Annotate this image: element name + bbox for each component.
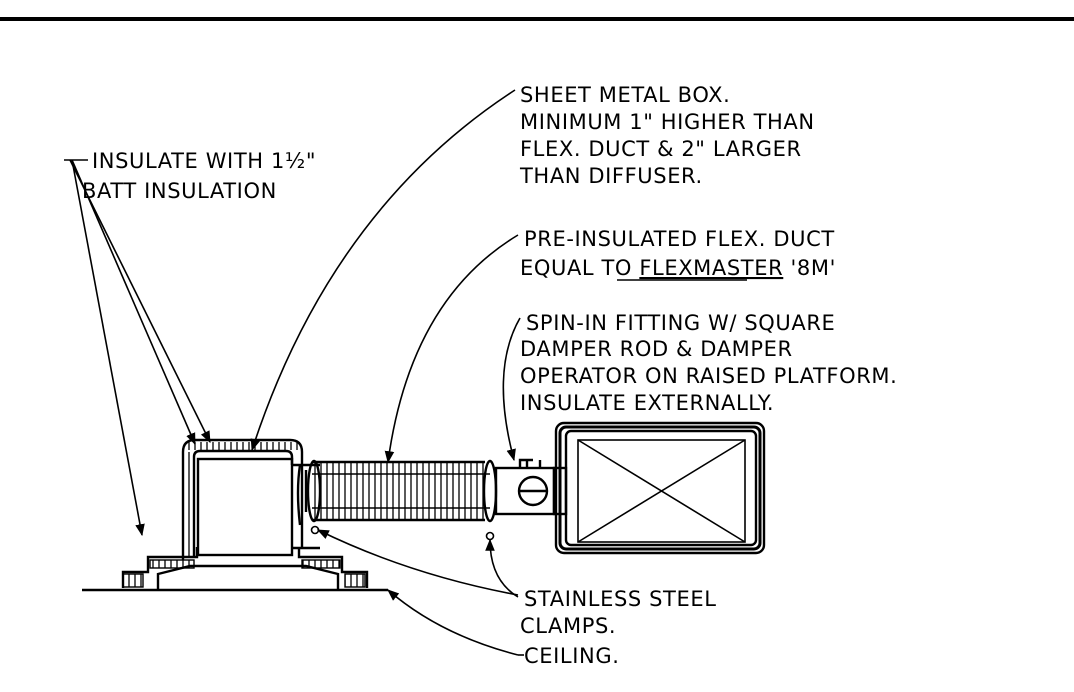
sheet-metal-box-label: SHEET METAL BOX. MINIMUM 1" HIGHER THAN … <box>519 83 815 188</box>
sheet-metal-box-label-line-2: MINIMUM 1" HIGHER THAN <box>520 110 815 134</box>
sheet-metal-box-label-line-1: SHEET METAL BOX. <box>520 83 730 107</box>
diffuser-flange <box>121 547 369 590</box>
flex-duct-label-line-1: PRE-INSULATED FLEX. DUCT <box>524 227 835 251</box>
insulation-label: INSULATE WITH 1½" BATT INSULATION <box>82 149 316 203</box>
flex-duct-model-text: '8M' <box>783 256 836 280</box>
sheet-metal-box-label-line-3: FLEX. DUCT & 2" LARGER <box>520 137 802 161</box>
flex-duct-label-line-2: EQUAL TO FLEXMASTER '8M' <box>520 256 836 280</box>
diffuser-box <box>554 421 766 555</box>
flex-duct-label: PRE-INSULATED FLEX. DUCT EQUAL TO FLEXMA… <box>520 227 836 281</box>
flex-duct-brand-text: FLEXMASTER <box>639 256 783 280</box>
spin-in-fitting-label-line-3: OPERATOR ON RAISED PLATFORM. <box>520 364 897 388</box>
sheet-metal-box-label-line-4: THAN DIFFUSER. <box>519 164 703 188</box>
clamps-label-line-2: CLAMPS. <box>520 614 616 638</box>
ceiling-label: CEILING. <box>518 644 619 668</box>
spin-in-fitting-label-line-2: DAMPER ROD & DAMPER <box>520 337 793 361</box>
sheet-metal-box <box>181 438 320 560</box>
clamps-label-line-1: STAINLESS STEEL <box>524 587 717 611</box>
spin-in-fitting-label-line-4: INSULATE EXTERNALLY. <box>520 391 774 415</box>
spin-in-fitting-label-line-1: SPIN-IN FITTING W/ SQUARE <box>526 311 835 335</box>
ceiling-label-line-1: CEILING. <box>524 644 619 668</box>
clamps-label: STAINLESS STEEL CLAMPS. <box>520 587 717 638</box>
flex-duct-equal-to-text: EQUAL TO <box>520 256 639 280</box>
leader-lines <box>64 89 521 656</box>
spin-in-fitting-label: SPIN-IN FITTING W/ SQUARE DAMPER ROD & D… <box>520 311 897 415</box>
insulation-label-line-2: BATT INSULATION <box>82 179 277 203</box>
flex-duct <box>296 459 498 541</box>
insulation-label-line-1: INSULATE WITH 1½" <box>92 149 316 173</box>
